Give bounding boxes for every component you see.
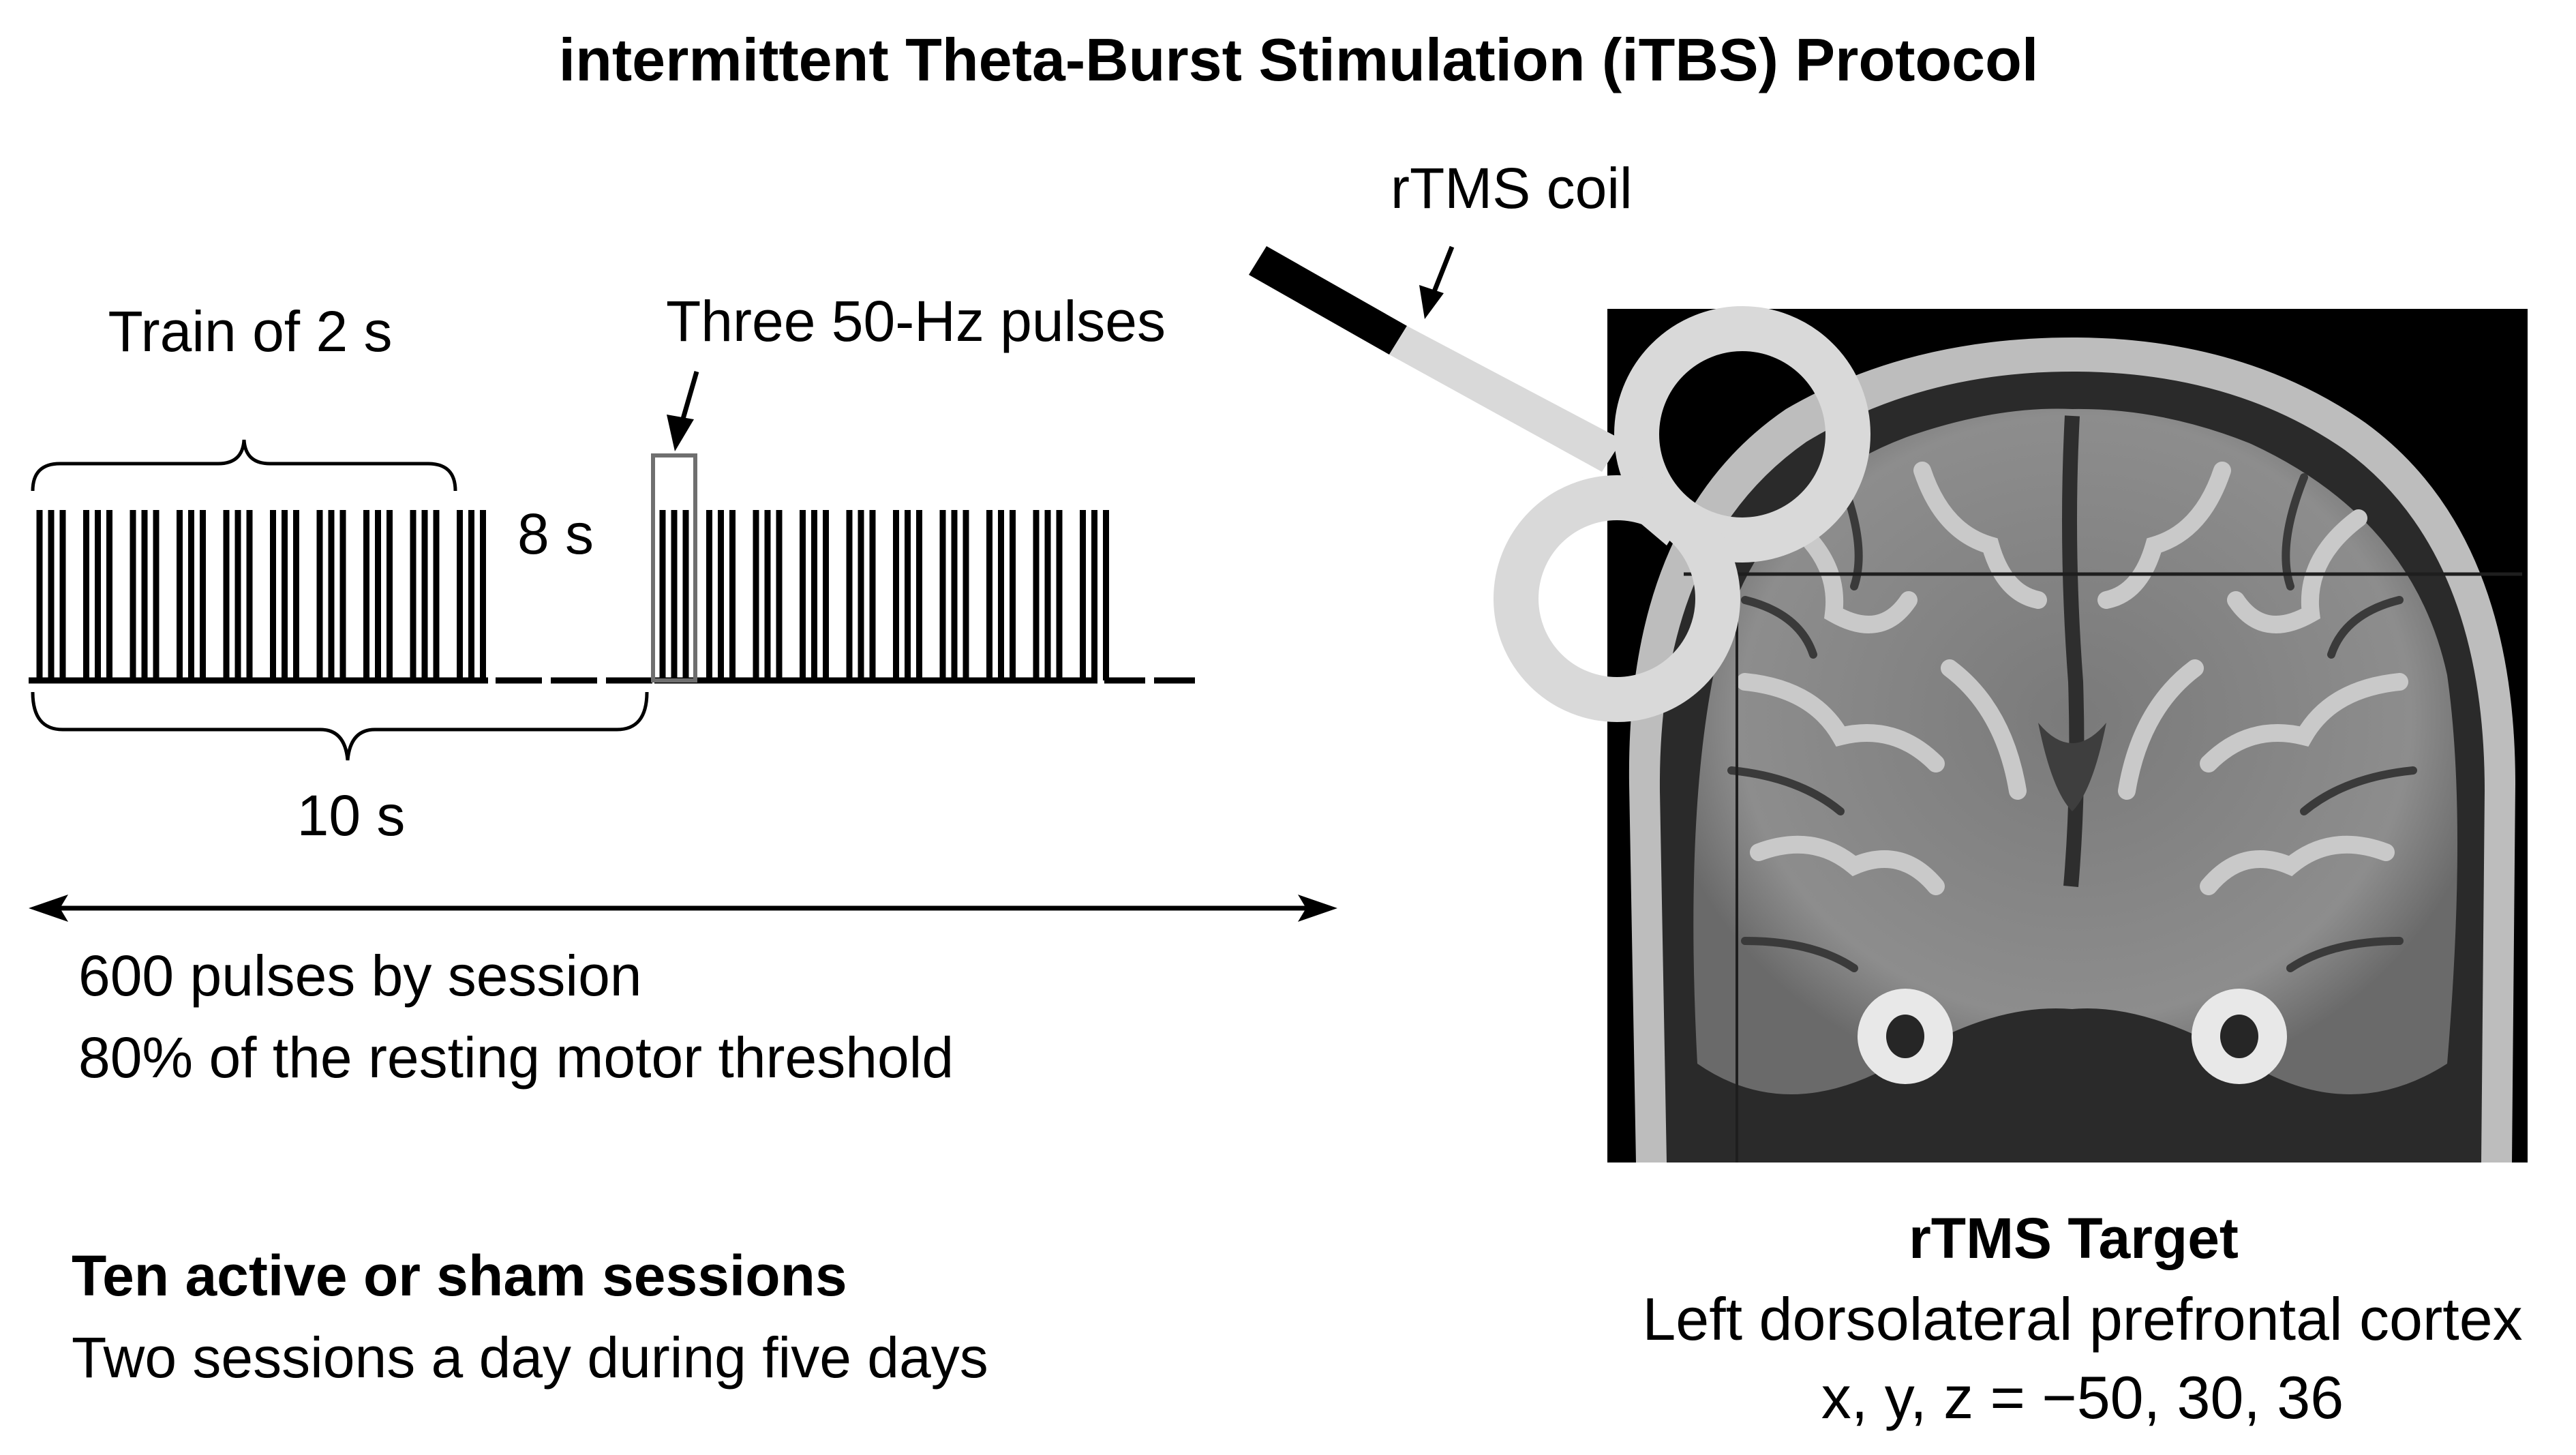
coil-neck: [1622, 477, 1684, 545]
schedule-heading: Ten active or sham sessions: [72, 1244, 847, 1308]
white-matter: [1736, 462, 2408, 895]
coil-handle-shaft: [1389, 326, 1622, 472]
coil-label: rTMS coil: [1391, 156, 1633, 220]
ventricles: [2038, 723, 2106, 811]
train-label: Train of 2 s: [108, 299, 392, 363]
train-brace: [31, 439, 457, 492]
coil-loop-upper: [1614, 306, 1870, 562]
cycle-brace: [31, 691, 649, 761]
cycle-label: 10 s: [297, 783, 406, 847]
three-pulses-arrowhead: [667, 415, 694, 451]
rtms-coil: [1249, 245, 1870, 722]
figure-title: intermittent Theta-Burst Stimulation (iT…: [559, 26, 2039, 93]
burst-highlight-box: [651, 453, 697, 682]
target-heading: rTMS Target: [1909, 1206, 2239, 1270]
session-span-arrow: [29, 895, 1337, 922]
temporal-dark: [1886, 1015, 2258, 1058]
midline-fissure: [2062, 415, 2085, 887]
target-coords: x, y, z = −50, 30, 36: [1821, 1364, 2344, 1431]
pulses-per-session: 600 pulses by session: [78, 944, 642, 1008]
gap-label: 8 s: [517, 502, 594, 566]
schedule-detail: Two sessions a day during five days: [72, 1325, 988, 1390]
coil-handle-grip: [1249, 246, 1407, 355]
coil-arrow: [1431, 245, 1455, 295]
stimulation-intensity: 80% of the resting motor threshold: [78, 1025, 954, 1090]
sulci: [1727, 473, 2417, 972]
span-arrowhead-left: [29, 895, 68, 922]
coil-loop-lower: [1494, 475, 1740, 722]
brain-mri-image: [1607, 309, 2528, 1162]
three-pulses-label: Three 50-Hz pulses: [666, 289, 1166, 353]
coil-arrowhead: [1419, 285, 1444, 319]
target-region: Left dorsolateral prefrontal cortex: [1642, 1285, 2522, 1353]
span-arrowhead-right: [1298, 895, 1337, 922]
pulse-train-diagram: Train of 2 s 8 s Three 50-Hz pulses 10 s: [29, 289, 1195, 847]
pulses-group: [36, 510, 1109, 680]
